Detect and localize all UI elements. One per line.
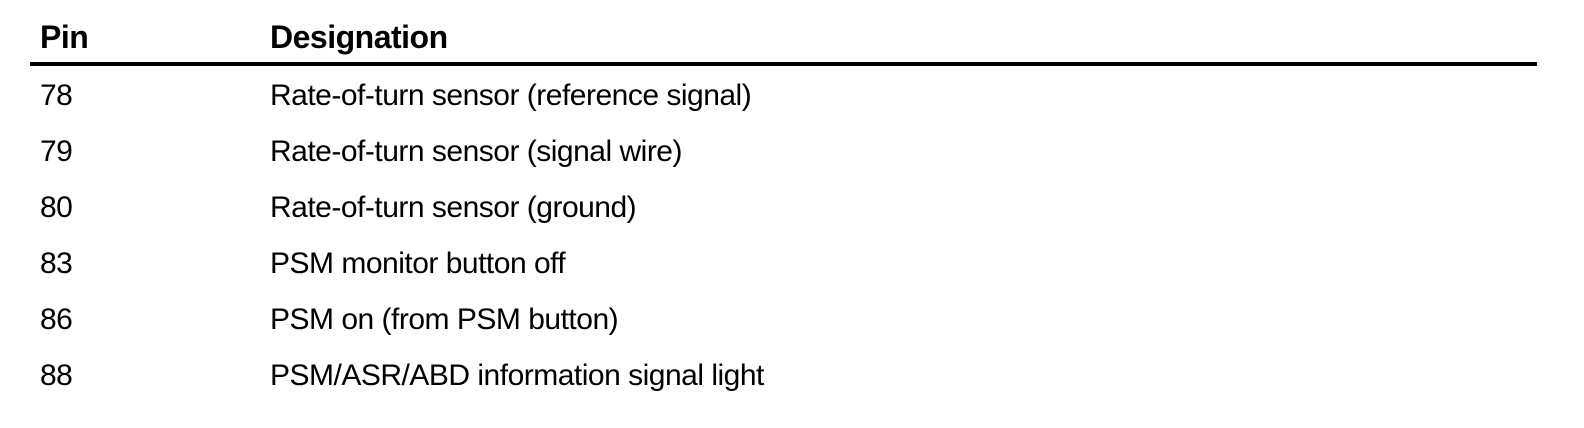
designation-cell: PSM monitor button off — [270, 247, 566, 280]
pin-cell: 78 — [40, 79, 73, 112]
table-row: 86 PSM on (from PSM button) — [40, 292, 1584, 348]
designation-cell: Rate-of-turn sensor (ground) — [270, 191, 637, 224]
pin-cell: 88 — [40, 359, 73, 392]
table-row: 88 PSM/ASR/ABD information signal light — [40, 348, 1584, 404]
table-row: 78 Rate-of-turn sensor (reference signal… — [40, 68, 1584, 124]
table-row: 80 Rate-of-turn sensor (ground) — [40, 180, 1584, 236]
table-row: 79 Rate-of-turn sensor (signal wire) — [40, 124, 1584, 180]
table-header-row: Pin Designation — [0, 0, 1584, 58]
designation-cell: Rate-of-turn sensor (signal wire) — [270, 135, 682, 168]
pin-column-header: Pin — [40, 19, 89, 55]
designation-cell: Rate-of-turn sensor (reference signal) — [270, 79, 752, 112]
pin-cell: 79 — [40, 135, 73, 168]
pin-cell: 86 — [40, 303, 73, 336]
pin-cell: 80 — [40, 191, 73, 224]
header-rule — [30, 62, 1537, 66]
designation-cell: PSM on (from PSM button) — [270, 303, 619, 336]
pin-assignment-table: Pin Designation 78 Rate-of-turn sensor (… — [0, 0, 1584, 404]
table-body: 78 Rate-of-turn sensor (reference signal… — [0, 66, 1584, 404]
designation-column-header: Designation — [270, 19, 448, 55]
pin-cell: 83 — [40, 247, 73, 280]
designation-cell: PSM/ASR/ABD information signal light — [270, 359, 764, 392]
table-row: 83 PSM monitor button off — [40, 236, 1584, 292]
